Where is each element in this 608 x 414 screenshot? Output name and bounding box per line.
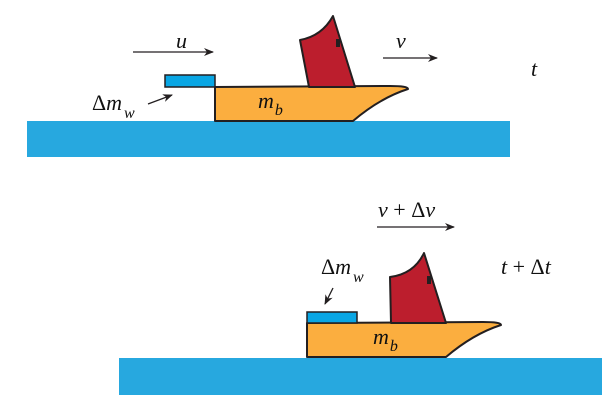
boat-velocity-label-bottom: v + Δv bbox=[378, 197, 435, 222]
boat-velocity-label-top: v bbox=[396, 28, 406, 53]
water-surface-top bbox=[27, 121, 510, 157]
boat-hull-bottom bbox=[306, 321, 502, 358]
boat-hull-top bbox=[214, 85, 409, 122]
water-mass-block-top bbox=[164, 74, 216, 88]
water-mass-pointer-bottom bbox=[324, 287, 334, 305]
water-surface-bottom bbox=[119, 358, 602, 395]
boat-sail-bottom bbox=[389, 252, 447, 324]
boat-mass-label-bottom: mb bbox=[373, 324, 398, 355]
boat-mass-label-top: mb bbox=[258, 88, 283, 119]
sail-window-top bbox=[336, 39, 340, 47]
water-mass-pointer-top bbox=[147, 94, 173, 105]
time-label-bottom: t + Δt bbox=[501, 254, 552, 279]
sail-window-bottom bbox=[427, 276, 431, 284]
time-label-top: t bbox=[531, 56, 538, 81]
water-mass-block-bottom bbox=[306, 311, 358, 324]
boat-sail-top bbox=[299, 15, 356, 88]
water-velocity-label: u bbox=[176, 28, 187, 53]
